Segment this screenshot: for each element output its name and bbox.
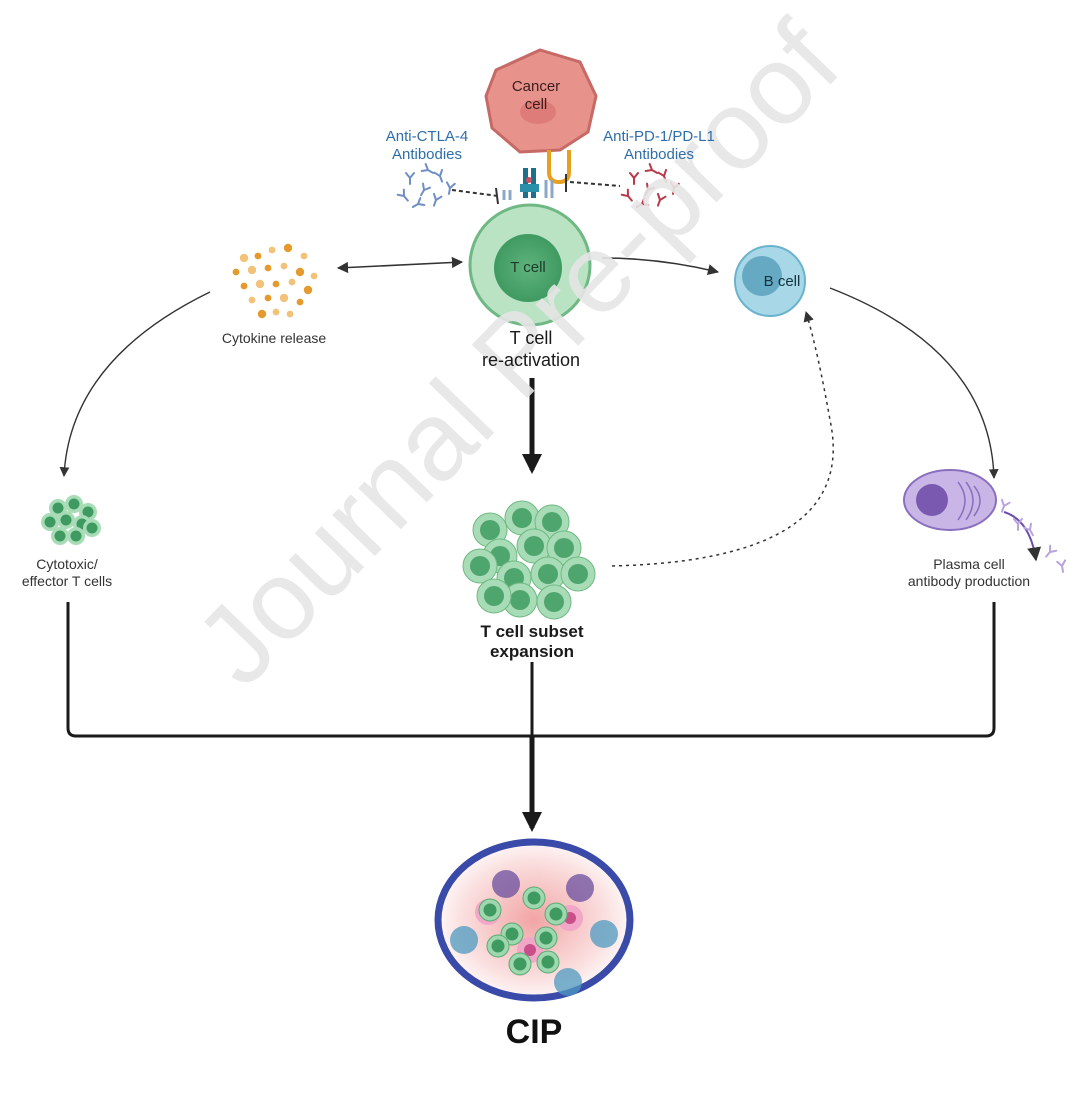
cytokine-dot bbox=[264, 294, 272, 302]
cytotoxic-label: Cytotoxic/ effector T cells bbox=[21, 556, 113, 589]
ctla4-inhibition-line bbox=[451, 189, 499, 197]
macrophage bbox=[566, 874, 594, 902]
cytokine-dot bbox=[232, 268, 240, 276]
cytotoxic-cluster bbox=[41, 495, 101, 545]
antibody-icon bbox=[1023, 522, 1034, 537]
cytokine-dot bbox=[247, 265, 257, 275]
cytokine-dot bbox=[254, 252, 262, 260]
cancer-cell bbox=[484, 48, 598, 154]
expansion-cluster bbox=[462, 500, 596, 620]
bcell-plasma-arrow bbox=[829, 287, 999, 479]
antibody-icon bbox=[1045, 544, 1058, 558]
antibody-icon bbox=[1000, 498, 1011, 513]
cytokine-dot bbox=[272, 308, 280, 316]
antibody-icon bbox=[1056, 559, 1067, 573]
cytokine-dot bbox=[300, 252, 308, 260]
tcell-bcell-arrow bbox=[601, 257, 720, 276]
cip-cells bbox=[450, 870, 618, 996]
antibody-icon bbox=[657, 168, 668, 183]
cytokine-dot bbox=[240, 282, 248, 290]
anti-ctla4-antibodies bbox=[396, 163, 456, 208]
plasma-label: Plasma cell antibody production bbox=[907, 556, 1031, 589]
t-cell bbox=[468, 203, 592, 327]
plasma-antibodies bbox=[1000, 498, 1067, 573]
receptor-complex bbox=[502, 150, 571, 200]
cytokine-dot bbox=[286, 310, 294, 318]
antibody-icon bbox=[420, 182, 431, 197]
macrophage bbox=[590, 920, 618, 948]
b-cell-inner-label: B cell bbox=[763, 273, 801, 290]
cytokine-dot bbox=[310, 272, 318, 280]
cytokine-dot bbox=[264, 264, 272, 272]
cytokine-dot bbox=[272, 280, 280, 288]
macrophage bbox=[554, 968, 582, 996]
antibody-icon bbox=[620, 188, 633, 202]
cytokine-cytotoxic-arrow bbox=[59, 291, 211, 477]
cytokine-dot bbox=[248, 296, 256, 304]
cytokine-dot bbox=[295, 267, 305, 277]
expansion-bcell-arrow bbox=[611, 310, 834, 567]
antibody-icon bbox=[432, 192, 443, 207]
antibody-icon bbox=[420, 163, 435, 174]
anti-ctla4-label: Anti-CTLA-4 Antibodies bbox=[385, 128, 469, 163]
cip-alveolus bbox=[434, 838, 634, 1002]
antibody-icon bbox=[644, 163, 659, 174]
expansion-label: T cell subset expansion bbox=[480, 622, 584, 662]
antibody-icon bbox=[396, 188, 409, 202]
cytokine-dot bbox=[257, 309, 267, 319]
cytokine-dot bbox=[255, 279, 265, 289]
cytokine-tcell-arrow bbox=[336, 256, 464, 274]
cytokine-dot bbox=[283, 243, 293, 253]
antibody-icon bbox=[635, 197, 650, 208]
cytokine-dot bbox=[279, 293, 289, 303]
antibody-icon bbox=[433, 168, 444, 183]
antibody-icon bbox=[669, 181, 680, 195]
antibody-icon bbox=[629, 172, 639, 185]
cip-label: CIP bbox=[505, 1013, 563, 1051]
cytokine-dots bbox=[232, 243, 318, 319]
cytokine-dot bbox=[296, 298, 304, 306]
pd1-inhibition-line bbox=[569, 181, 621, 187]
macrophage bbox=[492, 870, 520, 898]
plasma-cell bbox=[903, 469, 1042, 562]
cytokine-dot bbox=[280, 262, 288, 270]
t-cell-inner-label: T cell bbox=[510, 259, 546, 276]
antibody-icon bbox=[644, 182, 655, 197]
anti-pd1-label: Anti-PD-1/PD-L1 Antibodies bbox=[603, 128, 715, 163]
antibody-icon bbox=[656, 192, 667, 207]
cytokine-dot bbox=[288, 278, 296, 286]
antibody-icon bbox=[1013, 518, 1023, 531]
t-cell-caption: T cell re-activation bbox=[481, 328, 581, 370]
cytokine-label: Cytokine release bbox=[221, 330, 327, 346]
antibody-icon bbox=[445, 181, 456, 195]
cytokine-dot bbox=[239, 253, 249, 263]
macrophage bbox=[450, 926, 478, 954]
cancer-cell-label: Cancer cell bbox=[511, 78, 561, 113]
antibody-icon bbox=[411, 197, 426, 208]
anti-pd1-antibodies bbox=[620, 163, 680, 208]
antibody-icon bbox=[405, 172, 415, 185]
cytokine-dot bbox=[268, 246, 276, 254]
b-cell bbox=[734, 245, 806, 317]
cytokine-dot bbox=[303, 285, 313, 295]
